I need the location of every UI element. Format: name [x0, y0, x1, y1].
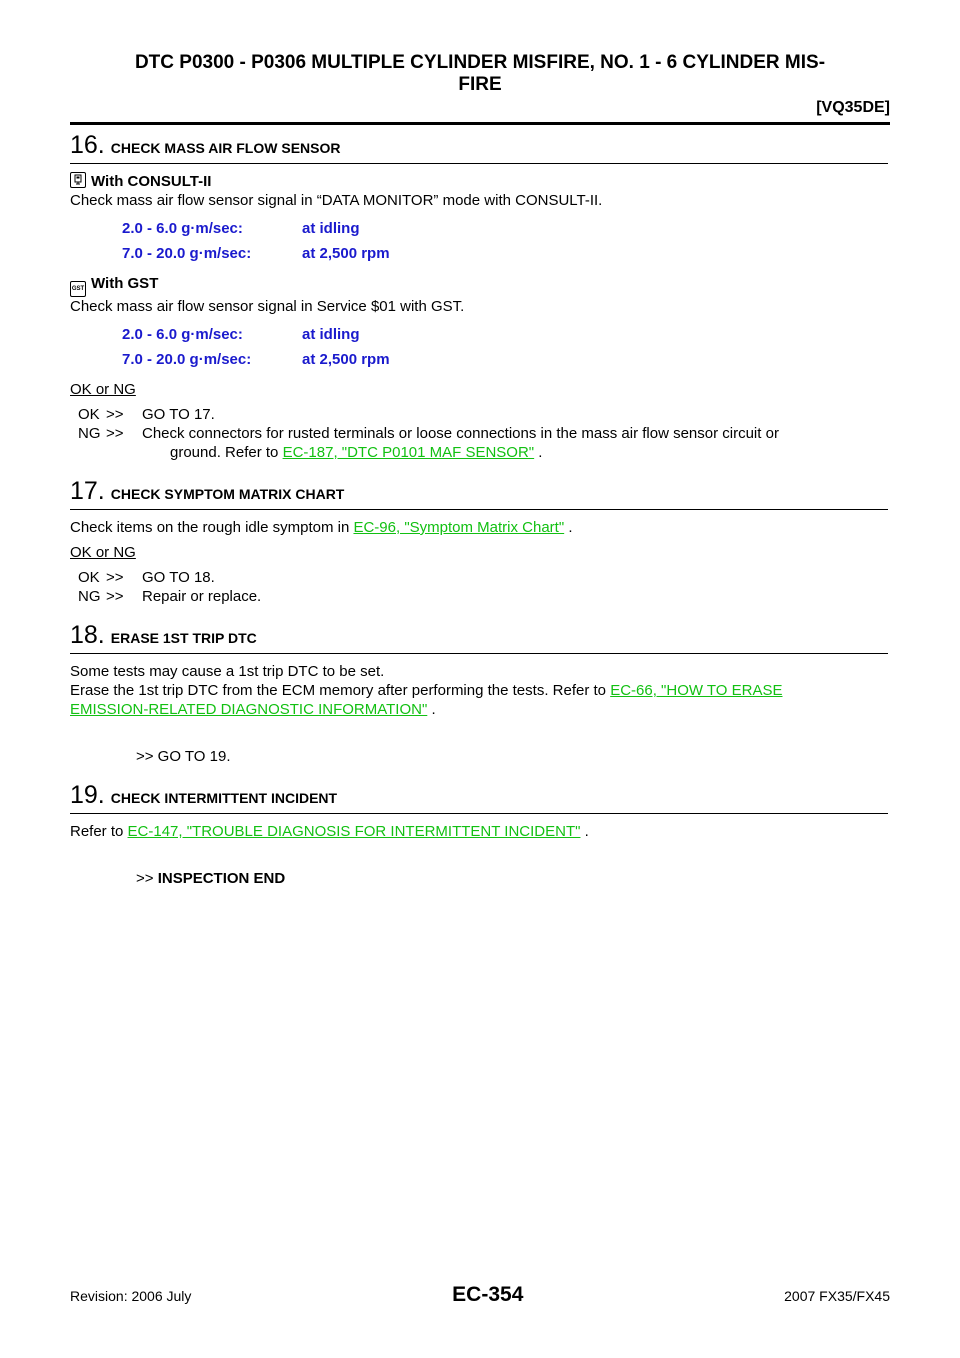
gst-label-line: GST With GST: [70, 274, 888, 297]
step-number: 16.: [70, 131, 105, 159]
gst-label: With GST: [91, 275, 159, 292]
consult-instruction: Check mass air flow sensor signal in “DA…: [70, 192, 603, 209]
step-19-instruction: Refer to EC-147, "TROUBLE DIAGNOSIS FOR …: [70, 822, 888, 841]
page-header: DTC P0300 - P0306 MULTIPLE CYLINDER MISF…: [70, 52, 890, 118]
step-17-instruction: Check items on the rough idle symptom in…: [70, 518, 888, 537]
gst-instruction: Check mass air flow sensor signal in Ser…: [70, 298, 465, 315]
ng-action-line1: Check connectors for rusted terminals or…: [142, 425, 779, 442]
spec-row: 2.0 - 6.0 g·m/sec: at idling: [122, 216, 390, 241]
gst-spec-table: 2.0 - 6.0 g·m/sec: at idling 7.0 - 20.0 …: [122, 322, 390, 372]
page-title-line1: DTC P0300 - P0306 MULTIPLE CYLINDER MISF…: [134, 52, 826, 73]
step-title: ERASE 1ST TRIP DTC: [110, 630, 257, 646]
result-arrow: >>: [106, 406, 124, 423]
ok-result: OK >> GO TO 17.: [78, 405, 888, 424]
result-code: NG: [78, 588, 101, 605]
result-code: OK: [78, 569, 100, 586]
step-16-heading: 16. CHECK MASS AIR FLOW SENSOR: [70, 130, 888, 164]
erase-dtc-link-part2[interactable]: EMISSION-RELATED DIAGNOSTIC INFORMATION": [70, 701, 428, 718]
step-19-text-pre: Refer to: [70, 823, 128, 840]
ok-or-ng-label: OK or NG: [70, 381, 136, 398]
consult-label-line: With CONSULT-II: [70, 172, 888, 191]
engine-tag: [VQ35DE]: [816, 99, 890, 116]
ng-action-pre: ground. Refer to: [170, 444, 283, 461]
spacer: [70, 719, 888, 747]
result-action: Check connectors for rusted terminals or…: [142, 424, 888, 462]
step-18-text2: Erase the 1st trip DTC from the ECM memo…: [70, 681, 888, 700]
result-action: Repair or replace.: [142, 588, 262, 605]
ng-result: NG >> Check connectors for rusted termin…: [78, 424, 888, 462]
spec-condition: at idling: [302, 220, 360, 237]
page-title-line2: FIRE: [458, 74, 502, 95]
step-18-goto: >> GO TO 19.: [136, 748, 231, 765]
end-text: INSPECTION END: [157, 870, 286, 887]
step-19-text-post: .: [580, 823, 589, 840]
revision-text: Revision: 2006 July: [70, 1288, 192, 1304]
ng-result: NG >> Repair or replace.: [78, 587, 888, 606]
spec-condition: at 2,500 rpm: [302, 351, 390, 368]
step-18-text2-pre: Erase the 1st trip DTC from the ECM memo…: [70, 682, 611, 699]
step-18-text-post: .: [427, 701, 436, 718]
result-action: GO TO 17.: [142, 406, 215, 423]
ok-result: OK >> GO TO 18.: [78, 568, 888, 587]
step-number: 17.: [70, 477, 105, 505]
result-action: GO TO 18.: [142, 569, 215, 586]
spec-row: 7.0 - 20.0 g·m/sec: at 2,500 rpm: [122, 347, 390, 372]
result-code: OK: [78, 406, 100, 423]
page-id: EC-354: [452, 1283, 524, 1306]
spec-condition: at idling: [302, 326, 360, 343]
inspection-end: >> INSPECTION END: [136, 869, 888, 888]
header-divider: [70, 122, 890, 125]
result-arrow: >>: [106, 569, 124, 586]
step-18-text3: EMISSION-RELATED DIAGNOSTIC INFORMATION"…: [70, 700, 888, 719]
spec-value: 7.0 - 20.0 g·m/sec:: [122, 245, 252, 262]
step-19-heading: 19. CHECK INTERMITTENT INCIDENT: [70, 780, 888, 814]
maf-sensor-link[interactable]: EC-187, "DTC P0101 MAF SENSOR": [282, 444, 535, 461]
consult-label: With CONSULT-II: [91, 173, 212, 190]
step-title: CHECK INTERMITTENT INCIDENT: [110, 790, 338, 806]
ng-action-post: .: [534, 444, 543, 461]
spec-row: 7.0 - 20.0 g·m/sec: at 2,500 rpm: [122, 241, 390, 266]
spacer: [70, 841, 888, 869]
spacer: [70, 606, 888, 620]
consult-spec-table: 2.0 - 6.0 g·m/sec: at idling 7.0 - 20.0 …: [122, 216, 390, 266]
symptom-matrix-link[interactable]: EC-96, "Symptom Matrix Chart": [353, 519, 565, 536]
step-title: CHECK MASS AIR FLOW SENSOR: [110, 140, 341, 156]
spec-condition: at 2,500 rpm: [302, 245, 390, 262]
spec-value: 2.0 - 6.0 g·m/sec:: [122, 220, 243, 237]
end-arrow: >>: [136, 870, 154, 887]
spec-value: 7.0 - 20.0 g·m/sec:: [122, 351, 252, 368]
spacer: [70, 766, 888, 780]
consult-icon: [70, 172, 86, 188]
spec-row: 2.0 - 6.0 g·m/sec: at idling: [122, 322, 390, 347]
step-17-text-post: .: [564, 519, 573, 536]
step-17-heading: 17. CHECK SYMPTOM MATRIX CHART: [70, 476, 888, 510]
step-18-text1: Some tests may cause a 1st trip DTC to b…: [70, 663, 385, 680]
main-content: 16. CHECK MASS AIR FLOW SENSOR With CONS…: [70, 130, 888, 888]
erase-dtc-link-part1[interactable]: EC-66, "HOW TO ERASE: [610, 682, 783, 699]
result-arrow: >>: [106, 425, 124, 442]
result-code: NG: [78, 425, 101, 442]
spacer: [70, 462, 888, 476]
step-18-heading: 18. ERASE 1ST TRIP DTC: [70, 620, 888, 654]
ng-action-line2: ground. Refer to EC-187, "DTC P0101 MAF …: [142, 443, 888, 462]
gst-icon: GST: [70, 281, 86, 297]
model-text: 2007 FX35/FX45: [784, 1288, 890, 1304]
spec-value: 2.0 - 6.0 g·m/sec:: [122, 326, 243, 343]
page-footer: Revision: 2006 July EC-354 2007 FX35/FX4…: [70, 1283, 890, 1307]
result-arrow: >>: [106, 588, 124, 605]
page-title: DTC P0300 - P0306 MULTIPLE CYLINDER MISF…: [70, 52, 890, 96]
step-title: CHECK SYMPTOM MATRIX CHART: [110, 486, 345, 502]
step-number: 18.: [70, 621, 105, 649]
intermittent-incident-link[interactable]: EC-147, "TROUBLE DIAGNOSIS FOR INTERMITT…: [127, 823, 581, 840]
step-17-text-pre: Check items on the rough idle symptom in: [70, 519, 354, 536]
ok-or-ng-label: OK or NG: [70, 544, 136, 561]
step-number: 19.: [70, 781, 105, 809]
